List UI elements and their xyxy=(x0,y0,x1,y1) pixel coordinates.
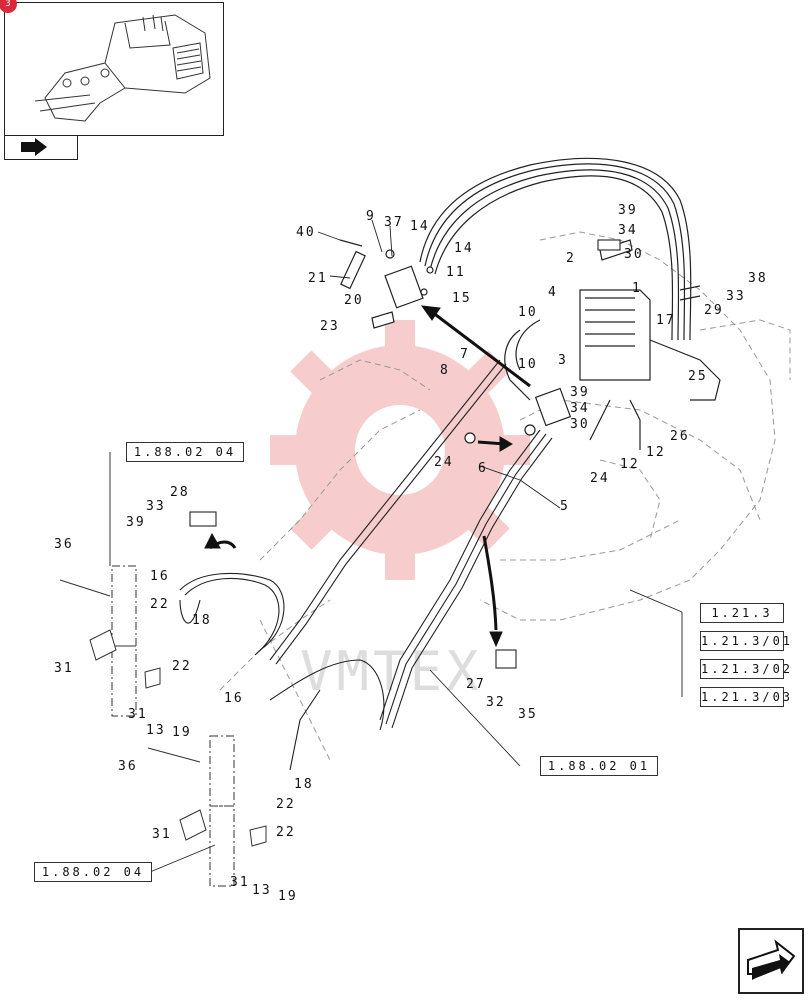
overview-tab[interactable] xyxy=(4,136,78,160)
label-31a: 31 xyxy=(54,661,74,676)
label-20: 20 xyxy=(344,293,364,308)
label-2: 2 xyxy=(566,251,576,266)
label-17: 17 xyxy=(656,313,676,328)
ref-link-right-3[interactable]: 1.21.3/02 xyxy=(700,659,790,679)
label-4: 4 xyxy=(548,285,558,300)
label-19b: 19 xyxy=(278,889,298,904)
label-22a: 22 xyxy=(150,597,170,612)
label-30a: 30 xyxy=(624,247,644,262)
label-19a: 19 xyxy=(172,725,192,740)
label-16a: 16 xyxy=(150,569,170,584)
ref-link-left-bottom[interactable]: 1.88.02 04 xyxy=(34,862,152,882)
label-13b: 13 xyxy=(252,883,272,898)
label-36b: 36 xyxy=(118,759,138,774)
arrow-right-icon xyxy=(21,138,47,156)
ref-link-right-4[interactable]: 1.21.3/03 xyxy=(700,687,790,707)
label-25: 25 xyxy=(688,369,708,384)
label-22c: 22 xyxy=(276,797,296,812)
label-15: 15 xyxy=(452,291,472,306)
page-badge: 3 xyxy=(0,0,17,13)
label-7: 7 xyxy=(460,347,470,362)
label-38: 38 xyxy=(748,271,768,286)
label-35: 35 xyxy=(518,707,538,722)
label-14b: 14 xyxy=(454,241,474,256)
label-3: 3 xyxy=(558,353,568,368)
label-22b: 22 xyxy=(172,659,192,674)
overview-thumbnail[interactable]: 3 xyxy=(0,0,224,136)
watermark-text: VMTEX xyxy=(300,640,483,703)
label-39a: 39 xyxy=(618,203,638,218)
label-13a: 13 xyxy=(146,723,166,738)
label-23: 23 xyxy=(320,319,340,334)
label-16b: 16 xyxy=(224,691,244,706)
label-22d: 22 xyxy=(276,825,296,840)
label-12b: 12 xyxy=(646,445,666,460)
arrow-next-icon xyxy=(747,939,796,980)
label-1: 1 xyxy=(632,281,642,296)
label-36a: 36 xyxy=(54,537,74,552)
label-10a: 10 xyxy=(518,305,538,320)
label-9: 9 xyxy=(366,209,376,224)
label-31c: 31 xyxy=(152,827,172,842)
label-28: 28 xyxy=(170,485,190,500)
label-34b: 34 xyxy=(570,401,590,416)
callout-arrows xyxy=(204,305,531,648)
label-24a: 24 xyxy=(434,455,454,470)
label-6: 6 xyxy=(478,461,488,476)
left-pipework xyxy=(179,572,385,771)
next-page-icon[interactable] xyxy=(738,928,804,994)
label-30b: 30 xyxy=(570,417,590,432)
label-14a: 14 xyxy=(410,219,430,234)
label-29: 29 xyxy=(704,303,724,318)
label-40: 40 xyxy=(296,225,316,240)
watermark-gear xyxy=(270,320,530,580)
label-31d: 31 xyxy=(230,875,250,890)
label-26: 26 xyxy=(670,429,690,444)
label-8: 8 xyxy=(440,363,450,378)
valve-block-center xyxy=(464,387,572,444)
label-33b: 33 xyxy=(146,499,166,514)
label-32: 32 xyxy=(486,695,506,710)
clamps xyxy=(189,239,621,669)
label-39c: 39 xyxy=(126,515,146,530)
label-31b: 31 xyxy=(128,707,148,722)
label-33a: 33 xyxy=(726,289,746,304)
ref-link-left-top[interactable]: 1.88.02 04 xyxy=(126,442,244,462)
label-37: 37 xyxy=(384,215,404,230)
valve-block-upper xyxy=(339,239,434,329)
ref-link-right-1[interactable]: 1.21.3 xyxy=(700,603,784,623)
label-11: 11 xyxy=(446,265,466,280)
label-18a: 18 xyxy=(192,613,212,628)
label-21: 21 xyxy=(308,271,328,286)
label-18b: 18 xyxy=(294,777,314,792)
label-12a: 12 xyxy=(620,457,640,472)
label-5: 5 xyxy=(560,499,570,514)
machine-thumbnail-drawing xyxy=(34,14,211,122)
label-27: 27 xyxy=(466,677,486,692)
label-39b: 39 xyxy=(570,385,590,400)
label-24b: 24 xyxy=(590,471,610,486)
ref-link-center[interactable]: 1.88.02 01 xyxy=(540,756,658,776)
ref-link-right-2[interactable]: 1.21.3/01 xyxy=(700,631,790,651)
manifold-right xyxy=(504,239,721,450)
label-10b: 10 xyxy=(518,357,538,372)
label-34a: 34 xyxy=(618,223,638,238)
left-cylinders xyxy=(59,565,267,887)
